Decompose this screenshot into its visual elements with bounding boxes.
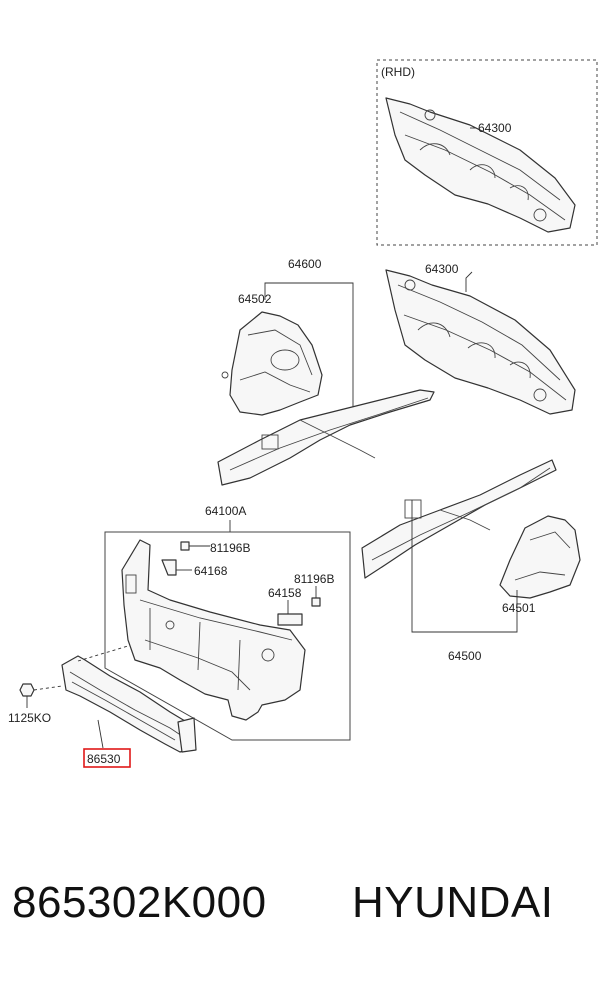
member-assy-label: 64500 (448, 649, 482, 663)
front-side-member-upper (217, 389, 435, 486)
bolt-upper-1 (180, 541, 210, 551)
parts-diagram: (RHD) 64300 64300 64600 64502 (8, 59, 598, 768)
member-rear-panel (499, 515, 581, 599)
bracket-2 (277, 600, 303, 626)
bracket-1 (161, 559, 192, 576)
part-number-text: 865302K000 (12, 878, 267, 927)
dash-lhd-label: 64300 (425, 262, 459, 276)
bracket-1-label: 64168 (194, 564, 228, 578)
carrier-assy-label: 64100A (205, 504, 246, 518)
dash-rhd-label: 64300 (478, 121, 512, 135)
member-panel-label: 64501 (502, 601, 536, 615)
caption-bar: 865302K000 HYUNDAI (0, 878, 600, 948)
leader-dash-lhd (465, 271, 473, 292)
carrier-frame (104, 531, 351, 741)
bracket-2-label: 64158 (268, 586, 302, 600)
rhd-frame (376, 59, 598, 246)
rhd-label: (RHD) (381, 65, 415, 79)
leader-bumper-beam (97, 719, 104, 749)
brand-text: HYUNDAI (352, 878, 554, 927)
bumper-beam (61, 655, 197, 753)
bumper-beam-highlight (83, 748, 131, 768)
bolt-upper-2-label: 81196B (294, 572, 334, 586)
leader-beam-dash (77, 645, 129, 662)
apron-panel-label: 64502 (238, 292, 272, 306)
side-bolt (19, 683, 63, 708)
leader-member-assy (411, 500, 518, 633)
dash-panel-lhd (385, 269, 576, 415)
bolt-upper-2 (311, 586, 321, 607)
apron-assy-label: 64600 (288, 257, 322, 271)
side-bolt-label: 1125KO (8, 711, 51, 725)
bolt-upper-1-label: 81196B (210, 541, 250, 555)
bumper-beam-label: 86530 (87, 752, 121, 766)
dash-panel-rhd (385, 97, 576, 233)
apron-panel (221, 311, 323, 416)
leader-apron-assy (264, 282, 354, 420)
front-end-carrier (121, 539, 306, 721)
front-side-member-lower (361, 459, 557, 579)
